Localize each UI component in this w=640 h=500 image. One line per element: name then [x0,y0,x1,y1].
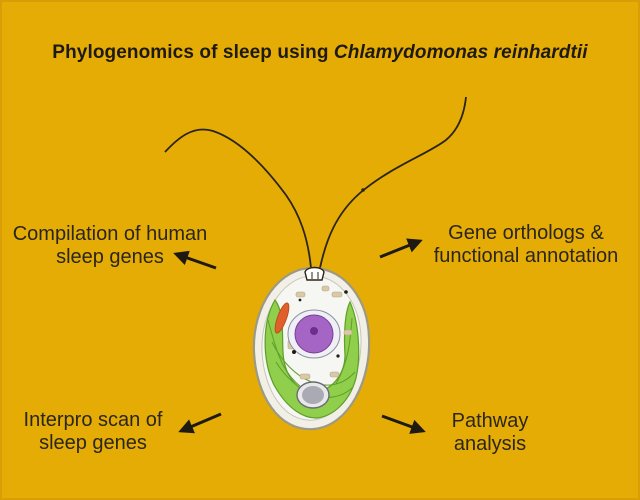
arrow-to-interpro [178,412,222,434]
thylakoid-line-4 [335,317,353,385]
label-orthologs-line1: Gene orthologs & [448,222,604,244]
label-pathway: Pathway analysis [430,410,550,456]
arrow-to-pathway [381,414,426,434]
eyespot [274,302,290,334]
flagellum-left [164,128,312,269]
label-compilation-line1: Compilation of human [12,223,208,245]
label-interpro-line1: Interpro scan of [23,409,163,431]
thylakoid-line-3 [267,319,301,387]
label-compilation: Compilation of human sleep genes [0,223,220,269]
label-pathway-line2: analysis [453,433,527,455]
label-pathway-line1: Pathway [451,410,529,432]
title-species: Chlamydomonas reinhardtii [333,42,588,63]
label-interpro-line2: sleep genes [39,432,147,454]
arrow-to-orthologs [379,238,423,259]
chlamydomonas-cell [252,266,371,431]
label-interpro: Interpro scan of sleep genes [8,409,178,455]
label-orthologs-line2: functional annotation [433,245,619,267]
label-compilation-line2: sleep genes [56,246,164,268]
label-orthologs: Gene orthologs & functional annotation [412,222,640,268]
organelle-dots [292,290,348,358]
flagellum-dot [361,188,365,192]
arrow-to-compilation [173,250,217,270]
basal-apparatus [304,266,325,281]
pyrenoid [302,386,324,404]
diagram-title: Phylogenomics of sleep using Chlamydomon… [0,42,640,64]
nucleolus [310,327,318,335]
flagellum-right [319,96,467,269]
title-text: Phylogenomics of sleep using [52,42,334,63]
